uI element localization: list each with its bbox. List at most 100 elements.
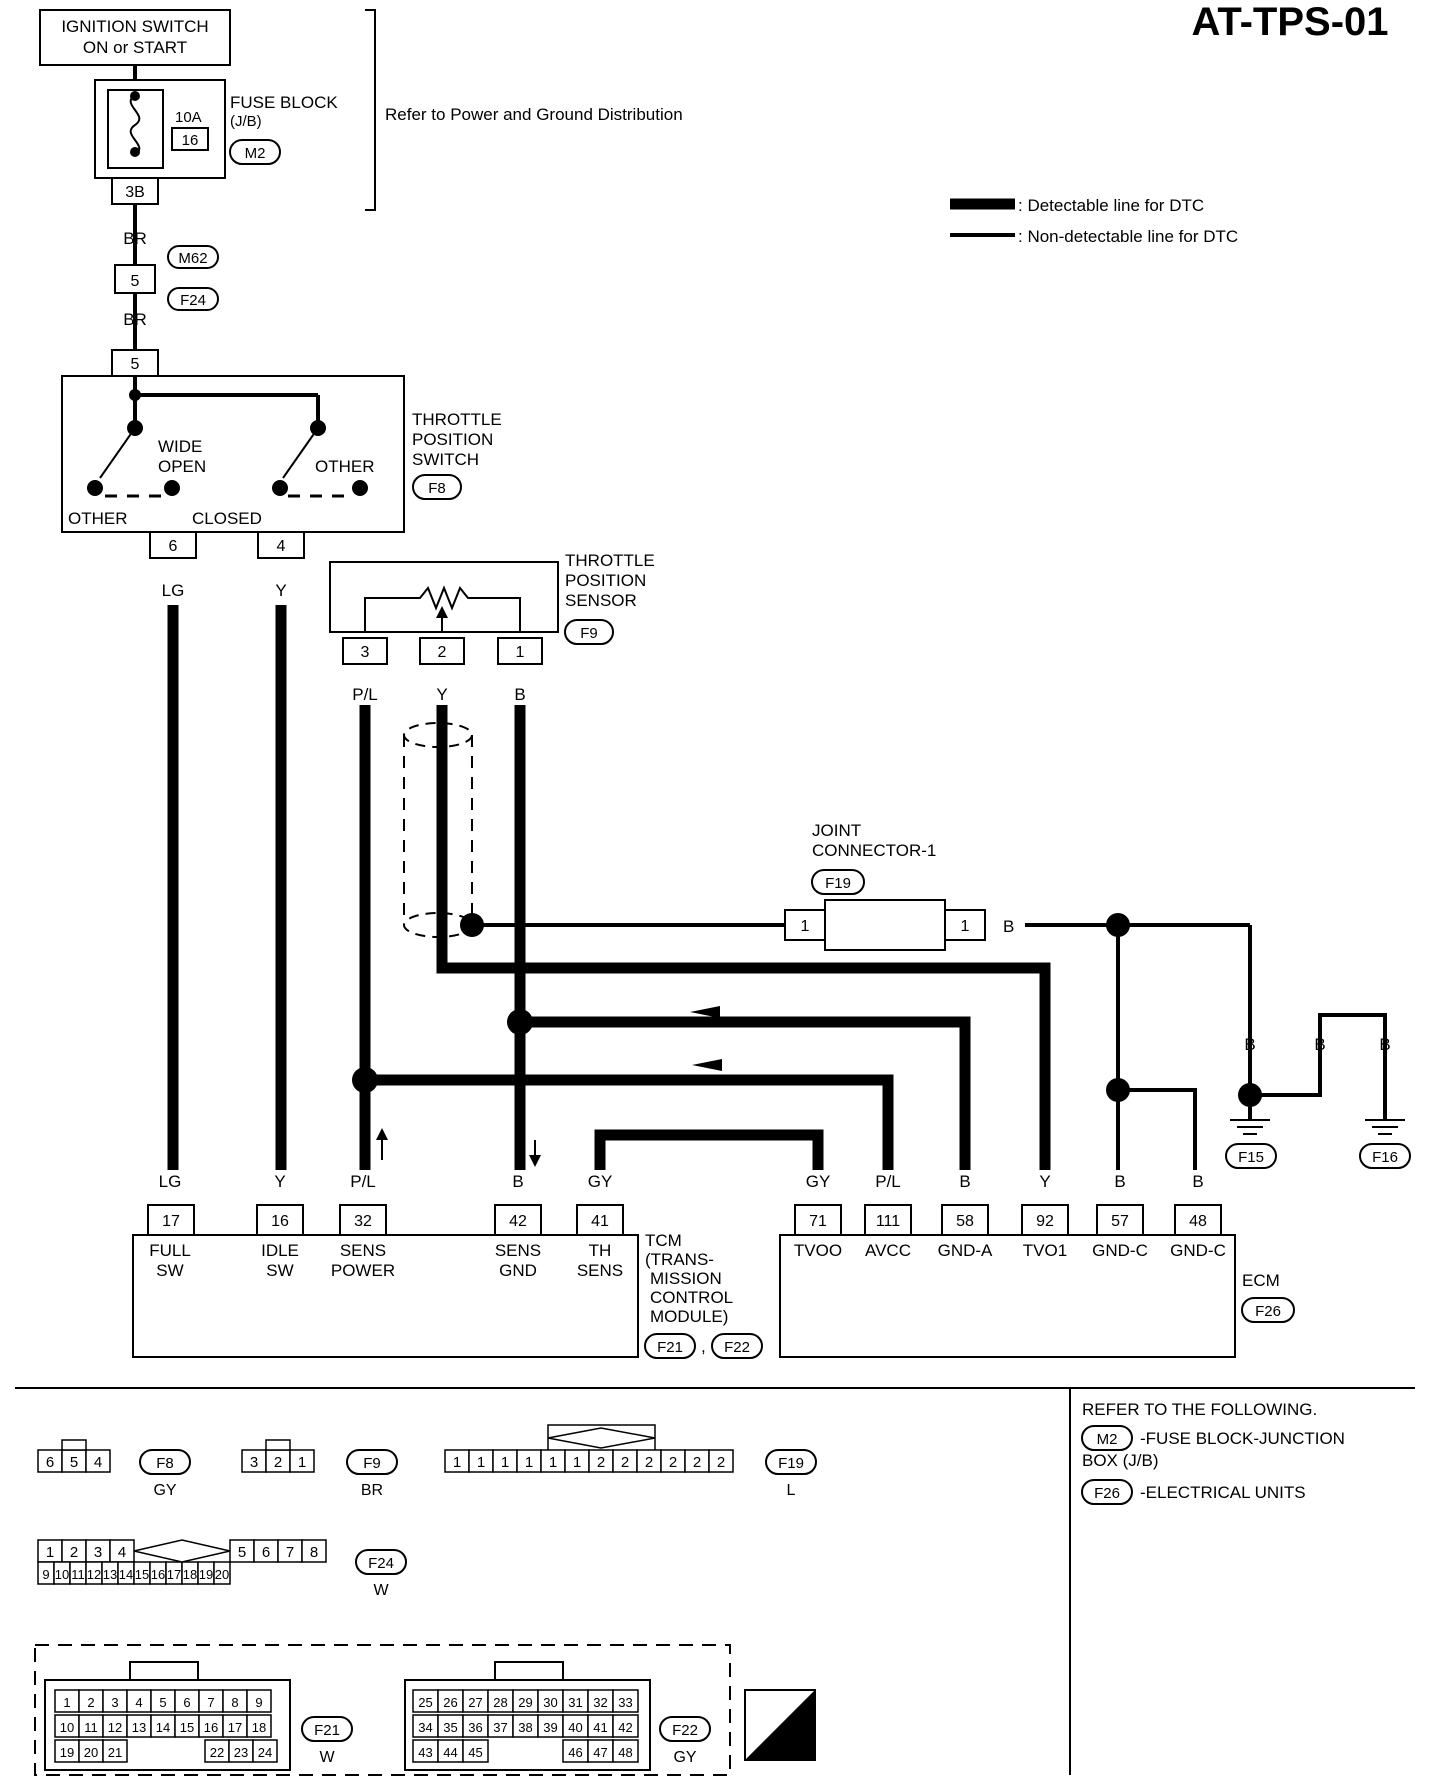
f8-pin: 4 bbox=[94, 1454, 102, 1471]
f22-row1-pin: 39 bbox=[543, 1720, 557, 1735]
sensor-wire-b: B bbox=[514, 685, 525, 704]
f24-bottom-pin: 10 bbox=[55, 1567, 69, 1582]
f19-pin: 1 bbox=[573, 1454, 581, 1471]
f21-row2a-pin: 21 bbox=[108, 1745, 122, 1760]
wire-b-gnd-a bbox=[520, 1016, 971, 1170]
tcm-pin-42: 42 SENS GND bbox=[494, 1204, 542, 1280]
tcm-pin-name-41a: TH bbox=[589, 1241, 612, 1260]
f22-row1-pin: 35 bbox=[443, 1720, 457, 1735]
ecm-pin-num-57: 57 bbox=[1111, 1213, 1129, 1230]
f9-id: F9 bbox=[363, 1455, 381, 1472]
conn-f8: F8 bbox=[428, 480, 446, 497]
f8-key bbox=[61, 1439, 87, 1451]
tcm-pin-num-41: 41 bbox=[591, 1213, 609, 1230]
tcm-title-3: MISSION bbox=[650, 1269, 722, 1288]
fuse-block: 10A 16 FUSE BLOCK (J/B) M2 3B bbox=[94, 65, 338, 205]
sensor-pin-1: 1 bbox=[516, 644, 525, 661]
tps-pin-6: 6 bbox=[169, 538, 178, 555]
refer-text-m2b: BOX (J/B) bbox=[1082, 1451, 1159, 1470]
f24-top-left-pin: 1 bbox=[46, 1544, 54, 1561]
tps-other-left: OTHER bbox=[68, 509, 128, 528]
f19-pin: 1 bbox=[525, 1454, 533, 1471]
f21-row2b-pin: 23 bbox=[234, 1745, 248, 1760]
f9-pin: 1 bbox=[298, 1454, 306, 1471]
ecm-pin-num-48: 48 bbox=[1189, 1213, 1207, 1230]
refer-section: REFER TO THE FOLLOWING. M2 -FUSE BLOCK-J… bbox=[1081, 1400, 1345, 1505]
tcm-pin-name-42a: SENS bbox=[495, 1241, 541, 1260]
ecm-pin-num-92: 92 bbox=[1036, 1213, 1054, 1230]
f24-bottom-pin: 20 bbox=[215, 1567, 229, 1582]
f22-row2b-pin: 47 bbox=[593, 1745, 607, 1760]
sensor-wire-y: Y bbox=[436, 685, 447, 704]
f22-row1-pin: 37 bbox=[493, 1720, 507, 1735]
ecm-wire-111: P/L bbox=[875, 1172, 901, 1191]
refer-bracket: Refer to Power and Ground Distribution bbox=[365, 9, 683, 211]
ground-f16: F16 bbox=[1372, 1149, 1398, 1166]
tps-pin-4: 4 bbox=[277, 538, 286, 555]
f22-row2a-pin: 43 bbox=[418, 1745, 432, 1760]
tcm-wire-17: LG bbox=[159, 1172, 182, 1191]
f24-top-right-pin: 8 bbox=[310, 1544, 318, 1561]
sensor-pin-3: 3 bbox=[361, 644, 370, 661]
legend: : Detectable line for DTC : Non-detectab… bbox=[950, 196, 1238, 246]
ground-symbol-f15: F15 bbox=[1225, 1119, 1277, 1169]
ground-symbol-f16: F16 bbox=[1359, 1119, 1411, 1169]
ecm-pin-num-111: 111 bbox=[876, 1213, 900, 1230]
ecm-wire-48: B bbox=[1192, 1172, 1203, 1191]
f21-row1-pin: 17 bbox=[228, 1720, 242, 1735]
tcm-pin-name-17b: SW bbox=[156, 1261, 183, 1280]
f24-bottom-pin: 17 bbox=[167, 1567, 181, 1582]
f21-row0-pin: 3 bbox=[111, 1695, 118, 1710]
f19-pin: 2 bbox=[645, 1454, 653, 1471]
f21-row2b-pin: 24 bbox=[258, 1745, 272, 1760]
f21-row1-pin: 16 bbox=[204, 1720, 218, 1735]
f22-row0-pin: 30 bbox=[543, 1695, 557, 1710]
f22-oval bbox=[659, 1716, 711, 1742]
f24-bottom-pin: 14 bbox=[119, 1567, 133, 1582]
ignition-label-1: IGNITION SWITCH bbox=[61, 17, 208, 36]
conn-f24: F24 bbox=[180, 292, 206, 309]
f22-row1-pin: 34 bbox=[418, 1720, 432, 1735]
f19-pin: 2 bbox=[669, 1454, 677, 1471]
refer-conn-m2: M2 bbox=[1097, 1431, 1118, 1448]
sensor-label-3: SENSOR bbox=[565, 591, 637, 610]
f22-color: GY bbox=[673, 1749, 696, 1766]
ecm-pin-57: 57 GND-C bbox=[1092, 1204, 1148, 1260]
f8-oval bbox=[139, 1449, 191, 1475]
f24-bottom-pin: 12 bbox=[87, 1567, 101, 1582]
ecm-pin-58: 58 GND-A bbox=[938, 1204, 993, 1260]
tps-other-right: OTHER bbox=[315, 457, 375, 476]
tcm-pin-num-17: 17 bbox=[162, 1213, 180, 1230]
f22-row1-pin: 41 bbox=[593, 1720, 607, 1735]
ecm-title: ECM bbox=[1242, 1271, 1280, 1290]
f9-key bbox=[265, 1439, 291, 1451]
tps-label-3: SWITCH bbox=[412, 450, 479, 469]
tcm-pin-41: 41 TH SENS bbox=[576, 1204, 624, 1280]
tcm-pin-17: 17 FULL SW bbox=[147, 1204, 195, 1280]
f21-row1-pin: 15 bbox=[180, 1720, 194, 1735]
ground-wire-f16 bbox=[1250, 1013, 1387, 1120]
f19-pin: 2 bbox=[597, 1454, 605, 1471]
ground-f15: F15 bbox=[1238, 1149, 1264, 1166]
joint-pin-left: 1 bbox=[801, 918, 810, 935]
tcm-pin-name-16a: IDLE bbox=[261, 1241, 299, 1260]
f21-id: F21 bbox=[314, 1722, 340, 1739]
fuse-block-jb: (J/B) bbox=[230, 113, 262, 130]
f22-row2a-pin: 44 bbox=[443, 1745, 457, 1760]
f21-row2a-pin: 19 bbox=[60, 1745, 74, 1760]
legend-detectable: : Detectable line for DTC bbox=[1018, 196, 1204, 215]
arrow-down bbox=[529, 1155, 541, 1167]
tcm-module: 17 FULL SW 16 IDLE SW 32 SENS POWER 42 S… bbox=[132, 1204, 763, 1359]
ecm-pin-92: 92 TVO1 bbox=[1021, 1204, 1069, 1260]
f22-row0-pin: 32 bbox=[593, 1695, 607, 1710]
f21-row0-pin: 5 bbox=[159, 1695, 166, 1710]
f24-bottom-cell bbox=[213, 1561, 231, 1585]
fuse-pin-3b: 3B bbox=[125, 184, 145, 201]
ecm-pin-71: 71 TVOO bbox=[794, 1204, 842, 1260]
f22-row0-pin: 27 bbox=[468, 1695, 482, 1710]
f24-top-right-pin: 5 bbox=[238, 1544, 246, 1561]
f24-bottom-pin: 19 bbox=[199, 1567, 213, 1582]
f21-row1-pin: 10 bbox=[60, 1720, 74, 1735]
f22-row1-pin: 36 bbox=[468, 1720, 482, 1735]
conn-f21: F21 bbox=[657, 1339, 683, 1356]
